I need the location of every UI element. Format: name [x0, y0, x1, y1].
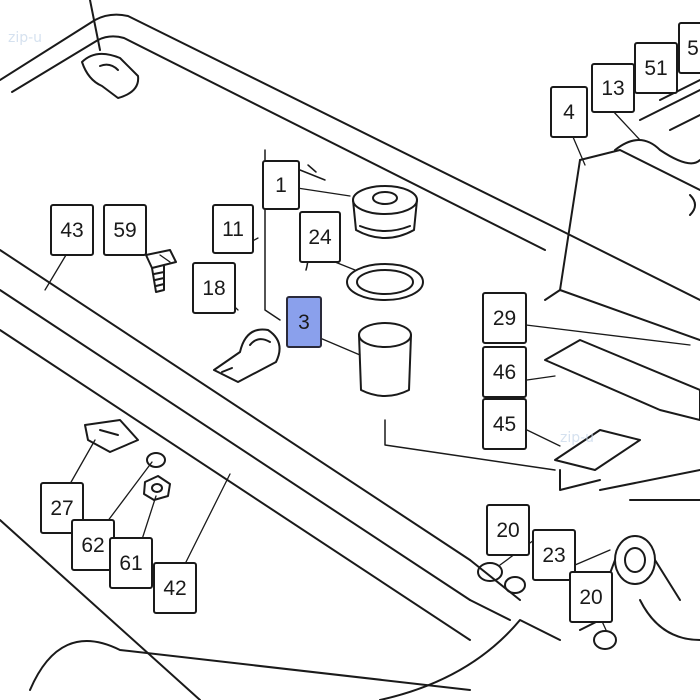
clip	[84, 419, 139, 453]
callout-29[interactable]: 29	[482, 292, 527, 344]
plate-lower	[554, 429, 641, 491]
callout-46[interactable]: 46	[482, 346, 527, 398]
callout-5-partial[interactable]: 5	[678, 22, 700, 74]
filler-cap	[352, 185, 418, 239]
callout-1[interactable]: 1	[262, 160, 300, 210]
pipe-clamp	[213, 328, 281, 383]
callout-59[interactable]: 59	[103, 204, 147, 256]
callout-43[interactable]: 43	[50, 204, 94, 256]
callout-42[interactable]: 42	[153, 562, 197, 614]
callout-3-selected[interactable]: 3	[286, 296, 322, 348]
callout-23[interactable]: 23	[532, 529, 576, 581]
callout-61[interactable]: 61	[109, 537, 153, 589]
callout-11[interactable]: 11	[212, 204, 254, 254]
strainer-cup	[358, 322, 412, 397]
clamp-top	[81, 0, 140, 99]
bolt-nuts	[477, 562, 617, 650]
callout-51[interactable]: 51	[634, 42, 678, 94]
bolt	[145, 249, 177, 293]
pipe-fitting	[599, 469, 700, 641]
gasket-ring	[346, 263, 424, 301]
plate-upper	[544, 339, 700, 421]
callout-24[interactable]: 24	[299, 211, 341, 263]
callout-20[interactable]: 20	[569, 571, 613, 623]
callout-13[interactable]: 13	[591, 63, 635, 113]
callout-4[interactable]: 4	[550, 86, 588, 138]
callout-20[interactable]: 20	[486, 504, 530, 556]
callout-45[interactable]: 45	[482, 398, 527, 450]
mount-bracket	[544, 79, 700, 341]
callout-18[interactable]: 18	[192, 262, 236, 314]
nut-washer	[143, 452, 171, 501]
